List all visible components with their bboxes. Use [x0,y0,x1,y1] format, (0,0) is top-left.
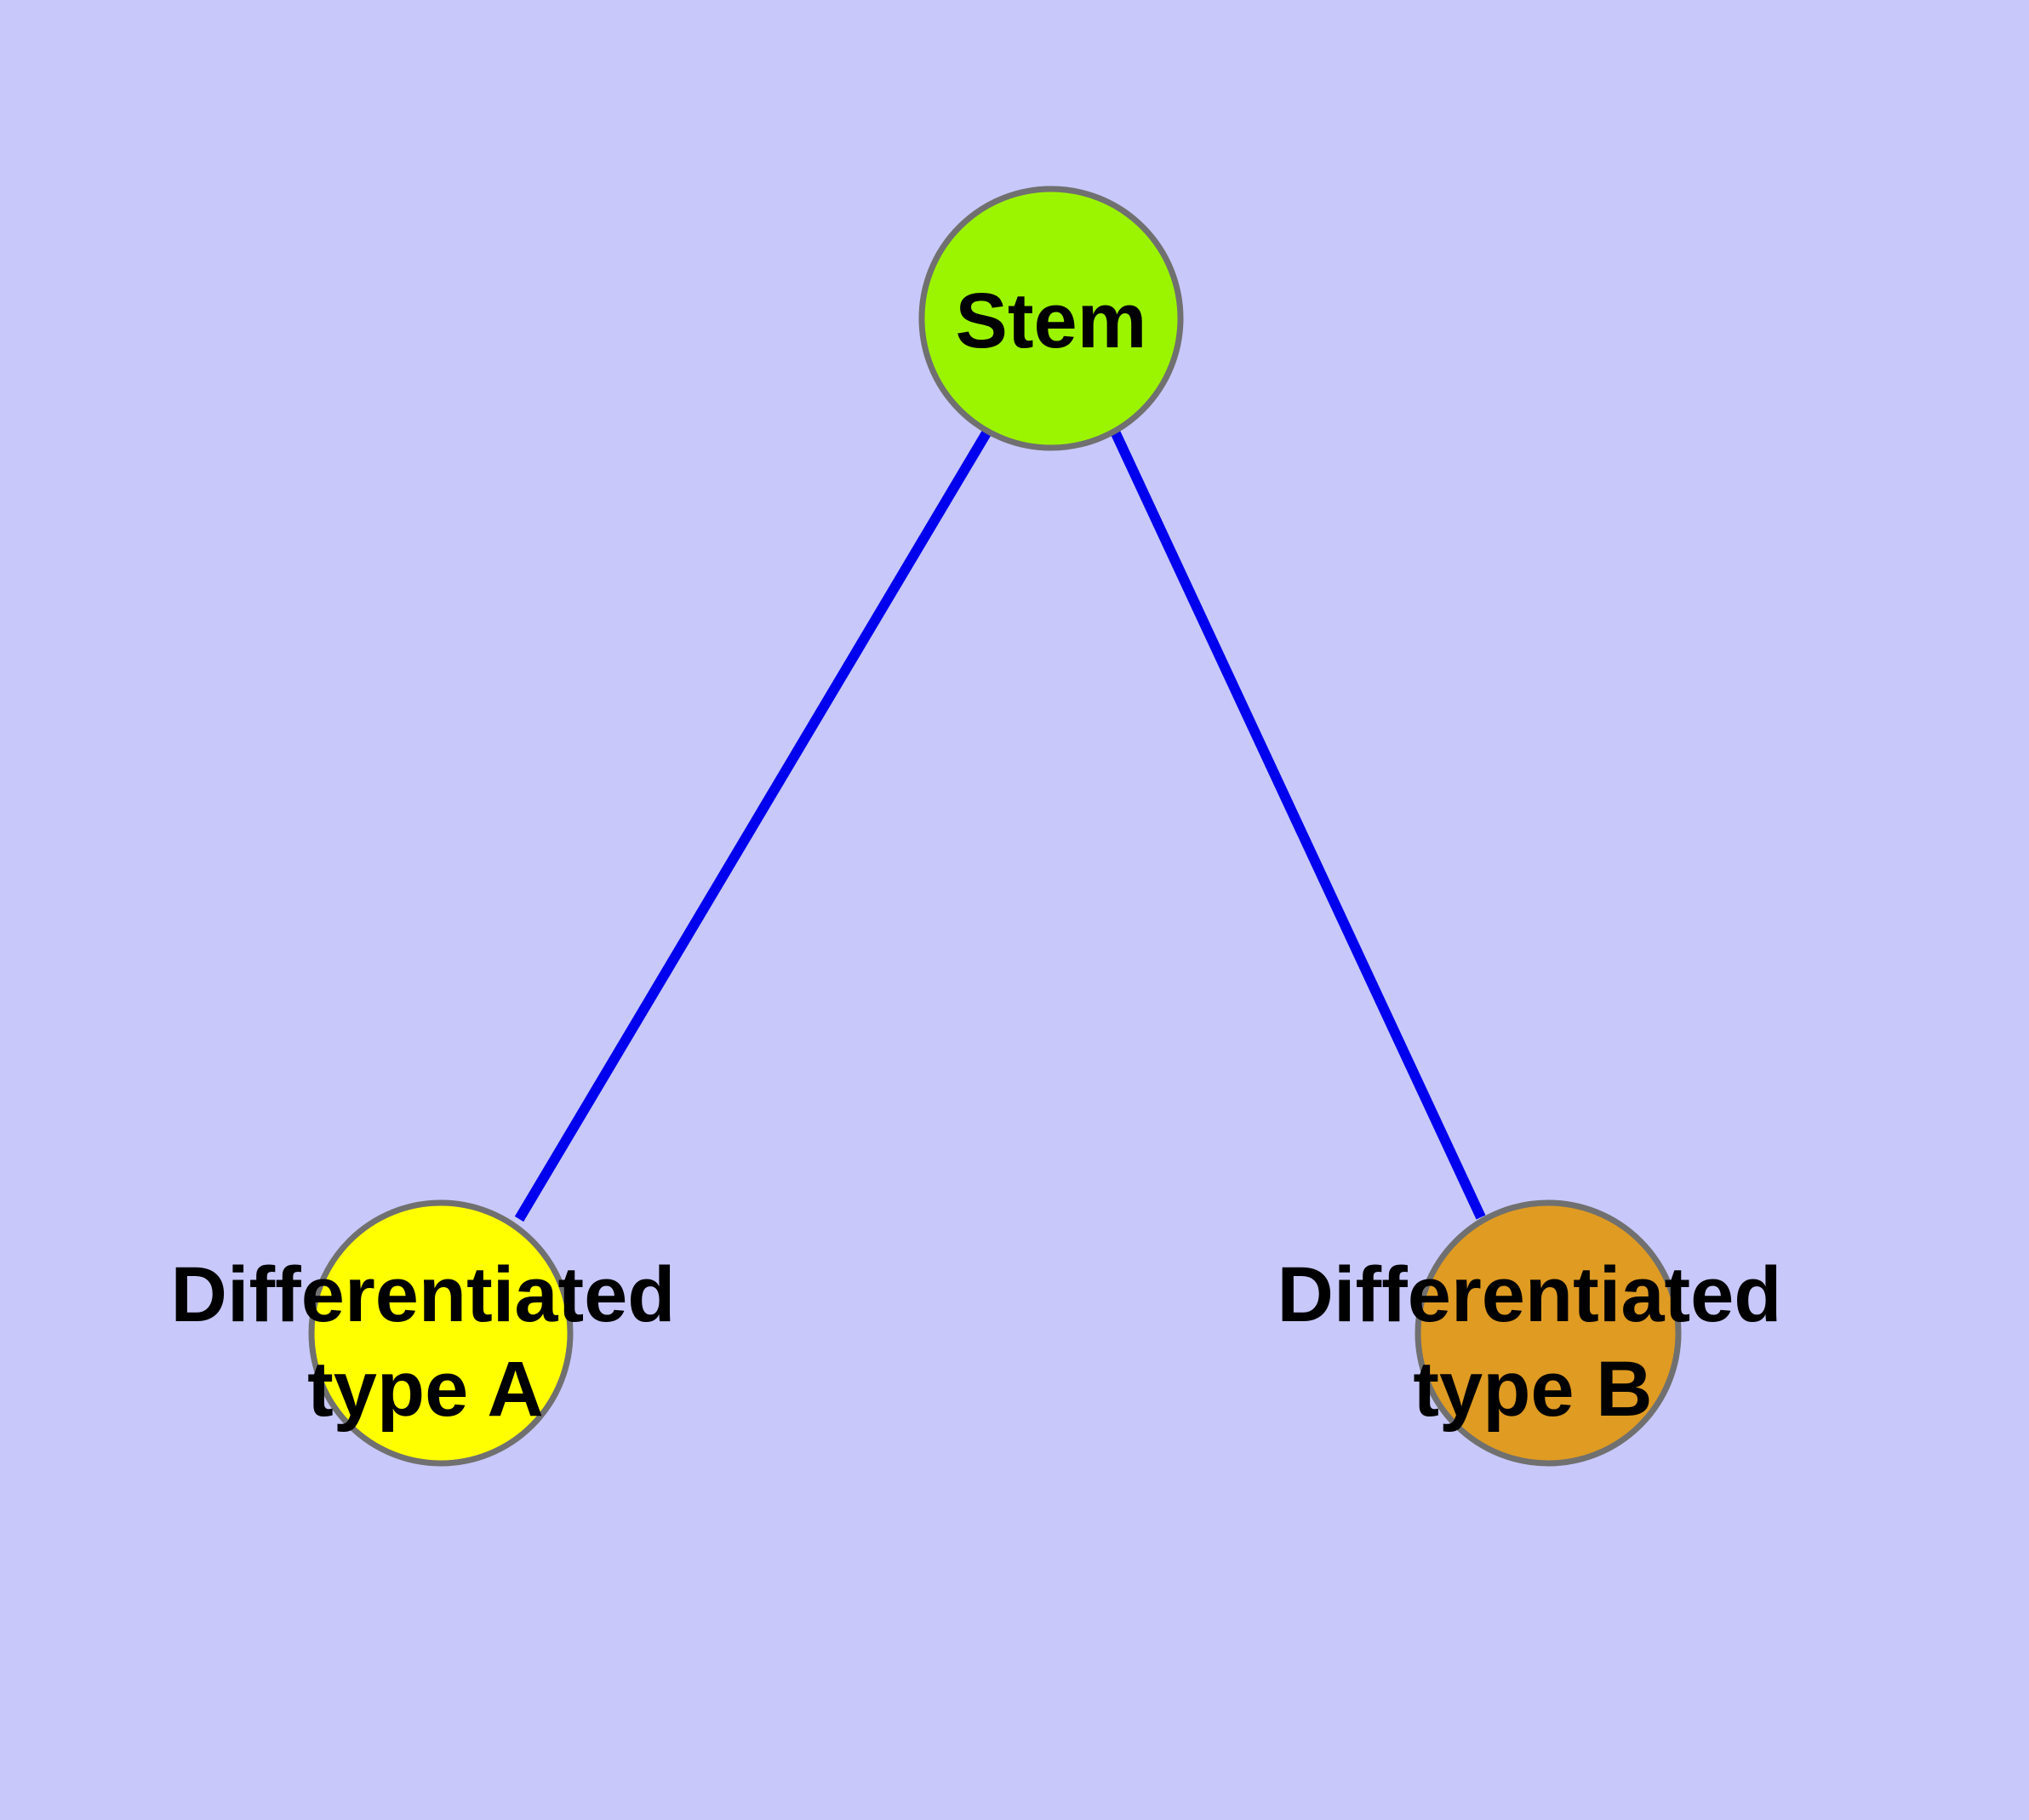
node-layer: Stem Differentiated type A Differentiate… [171,186,1782,1467]
edge-stem-to-diff-a[interactable] [514,428,992,1222]
edge-layer [514,428,1486,1222]
node-stem-shape[interactable] [918,186,1184,451]
edge-stem-to-diff-b[interactable] [1110,429,1486,1220]
node-diff-a-label-line1: Differentiated [171,1251,676,1338]
node-diff-b[interactable]: Differentiated type B [1277,1199,1782,1467]
node-stem-label: Stem [956,278,1147,364]
node-diff-a-shape[interactable] [308,1199,574,1467]
node-diff-a[interactable]: Differentiated type A [171,1199,676,1467]
node-diff-b-shape[interactable] [1415,1199,1682,1467]
node-diff-b-label-line2: type B [1413,1346,1652,1433]
node-diff-a-label-line2: type A [307,1346,544,1433]
node-stem[interactable]: Stem [918,186,1184,451]
node-diff-b-label-line1: Differentiated [1277,1251,1782,1338]
